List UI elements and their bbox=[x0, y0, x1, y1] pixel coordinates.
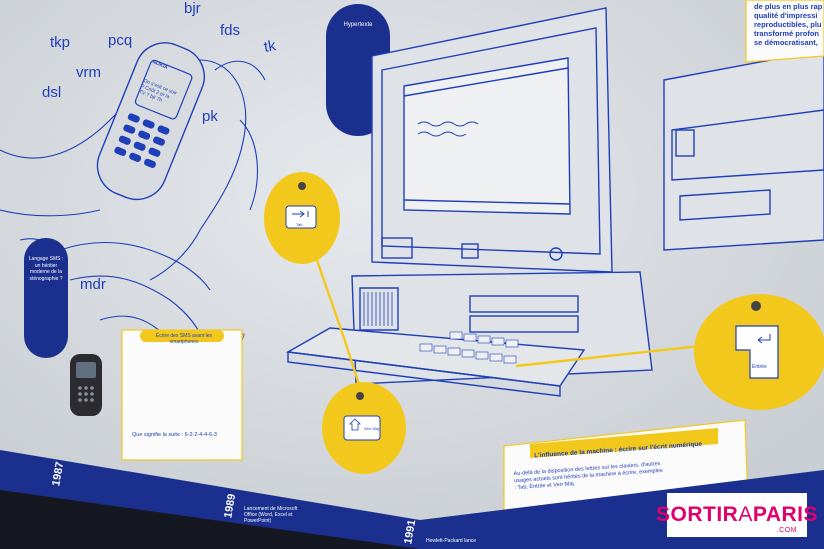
abbr-pk: pk bbox=[202, 108, 218, 125]
top-right-card-text: de plus en plus rap qualité d'impressi r… bbox=[754, 2, 824, 47]
sms-panel-title: Langage SMS : un héritier moderne de la … bbox=[28, 256, 64, 282]
top-right-line: se démocratisant, bbox=[754, 38, 818, 47]
sms-card-title: Écrire des SMS avant les smartphones bbox=[155, 333, 213, 345]
printer-drawing bbox=[663, 49, 824, 251]
top-right-line: reproductibles, plu bbox=[754, 20, 822, 29]
abbr-bjr: bjr bbox=[184, 0, 201, 17]
abbr-pcq: pcq bbox=[108, 32, 133, 49]
real-phone bbox=[70, 354, 102, 416]
tab-key-label: Tab bbox=[296, 222, 303, 227]
caps-key-disc bbox=[322, 382, 406, 474]
top-right-line: transformé profon bbox=[754, 29, 820, 38]
computer-drawing bbox=[285, 7, 653, 397]
hypertext-title: Hypertexte bbox=[343, 22, 373, 28]
tab-key-disc bbox=[264, 172, 340, 264]
abbr-mdr: mdr bbox=[80, 276, 106, 293]
timeline-text-1991: Hewlett-Packard lance bbox=[426, 538, 477, 544]
abbr-fds: fds bbox=[220, 22, 241, 39]
watermark-domain: .COM bbox=[776, 527, 797, 534]
watermark-part3: PARIS bbox=[752, 503, 818, 526]
sms-panel-bg bbox=[24, 238, 68, 358]
watermark-part1: SORTIR bbox=[656, 503, 739, 526]
abbr-dsl: dsl bbox=[42, 84, 62, 101]
hand-drawing bbox=[0, 59, 266, 346]
enter-key-disc bbox=[694, 294, 824, 410]
sms-card-question: Que signifie la suite : 6-2-2-4-4-6-3 bbox=[132, 432, 217, 438]
abbr-vrm: vrm bbox=[76, 64, 101, 81]
caps-key-label: Verr Maj bbox=[364, 426, 379, 431]
abbr-tk: tk bbox=[262, 37, 278, 56]
watermark-part2: A bbox=[738, 503, 753, 526]
sms-card-bg bbox=[121, 329, 243, 461]
timeline-strip bbox=[0, 450, 420, 549]
phone-drawing bbox=[96, 42, 205, 201]
enter-key-label: Entrée bbox=[752, 364, 767, 370]
top-right-line: qualité d'impressi bbox=[754, 11, 818, 20]
top-right-card-bg bbox=[745, 0, 824, 63]
top-right-line: de plus en plus rap bbox=[754, 2, 823, 11]
abbr-tkp: tkp bbox=[50, 34, 71, 51]
timeline-text-1989: Lancement de Microsoft Office (Word, Exc… bbox=[244, 506, 298, 524]
